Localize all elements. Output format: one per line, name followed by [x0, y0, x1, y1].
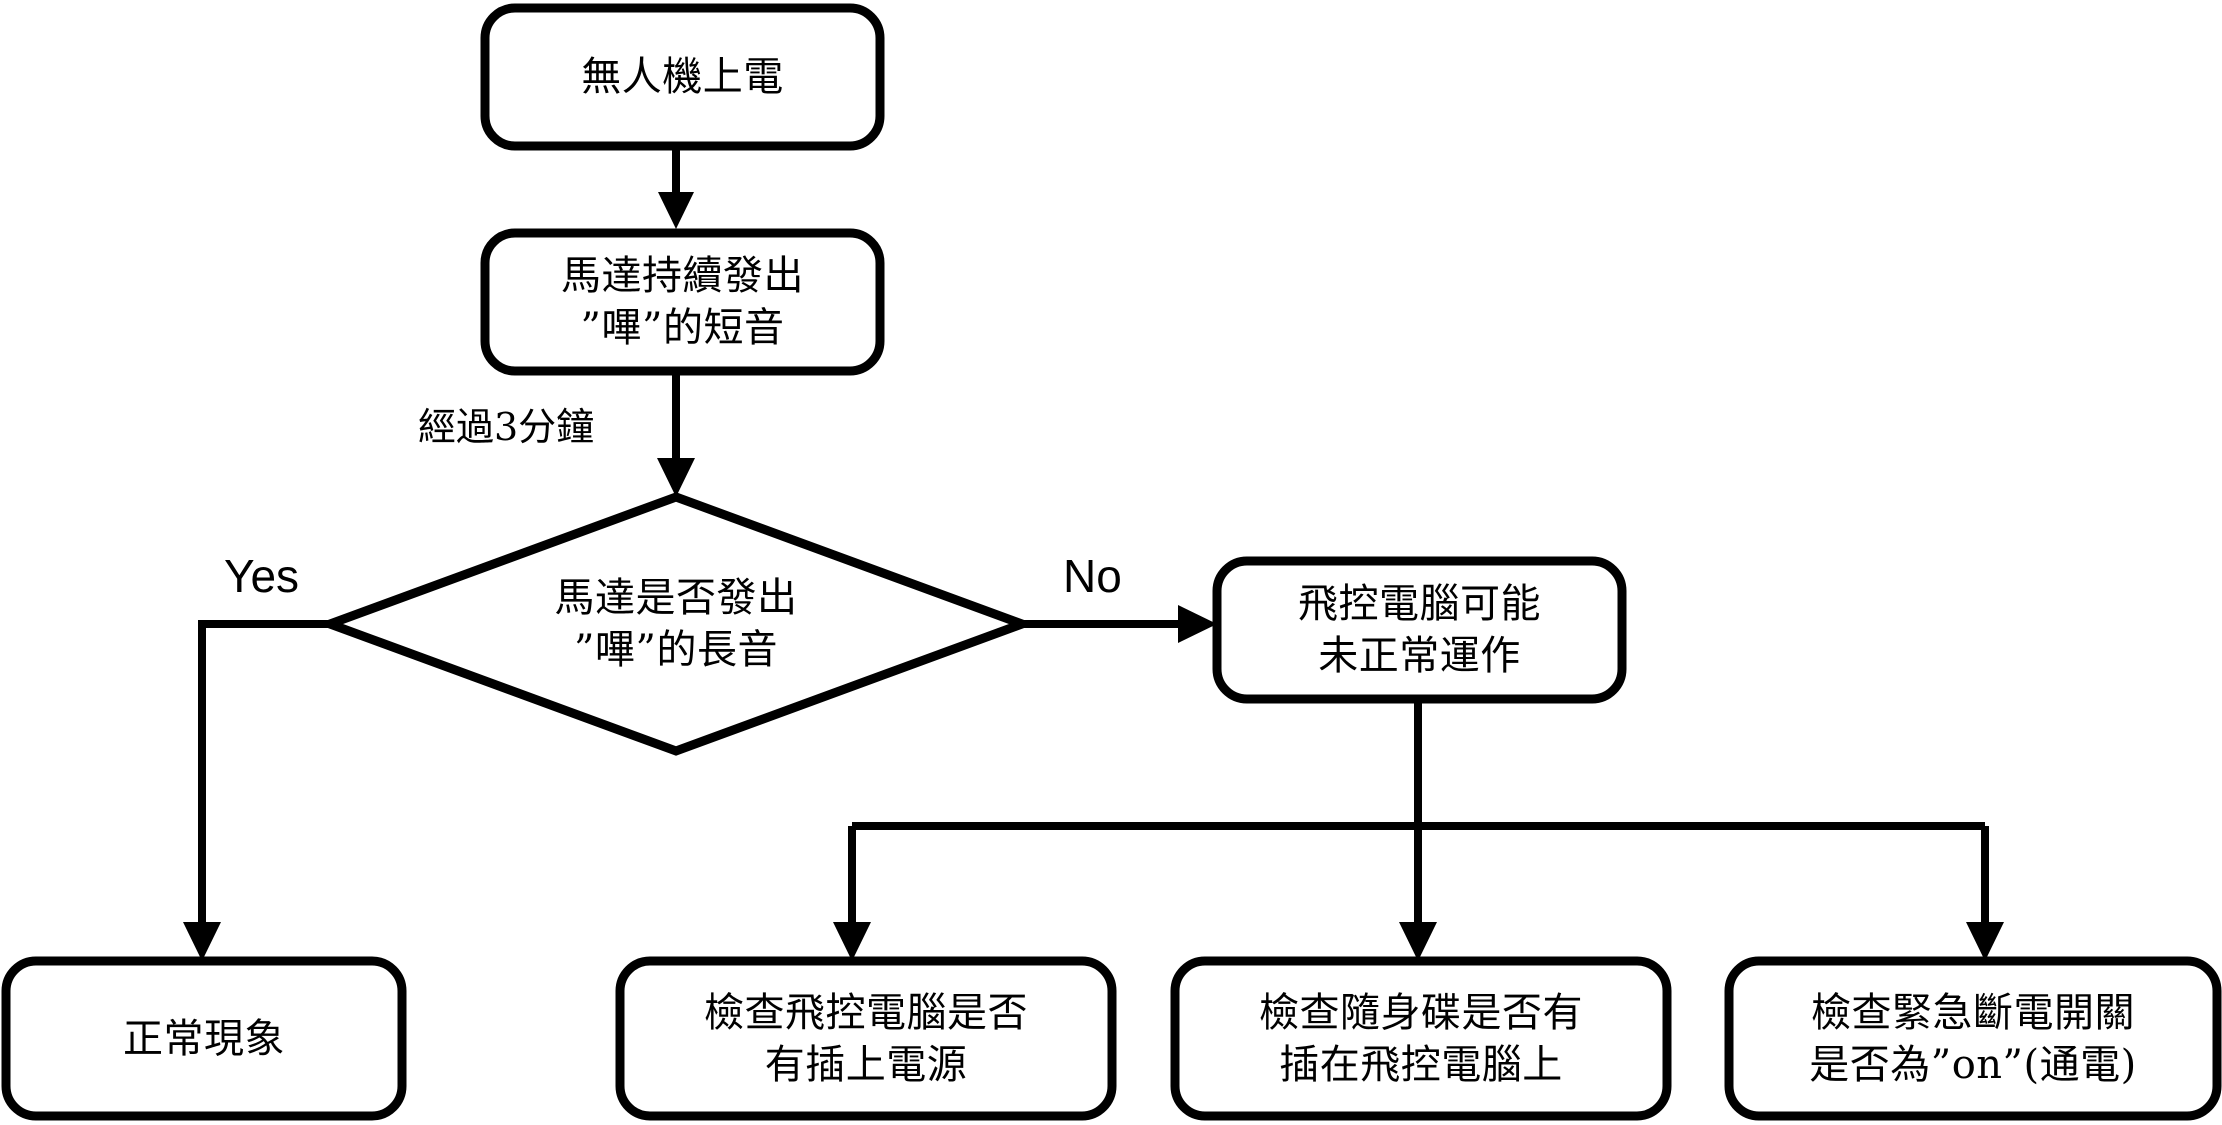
node-shape-short-beep[interactable] — [480, 228, 885, 376]
node-shape-start[interactable] — [480, 3, 885, 151]
edge-fc-abnormal-bus — [852, 699, 1985, 830]
edge-short-beep-to-decision — [657, 371, 695, 497]
edge-bus-to-check-power — [833, 826, 871, 961]
node-shape-check-power[interactable] — [615, 956, 1117, 1121]
node-shape-check-switch[interactable] — [1724, 956, 2222, 1121]
node-shape-normal[interactable] — [1, 956, 407, 1121]
edge-start-to-short-beep — [658, 146, 694, 229]
edge-decision-no-to-fc-abnormal — [1022, 605, 1217, 643]
edge-bus-to-check-switch — [1966, 826, 2004, 961]
edge-bus-to-check-usb — [1399, 826, 1437, 961]
node-shape-decision-long-beep[interactable] — [316, 492, 1036, 756]
node-shape-fc-abnormal[interactable] — [1212, 556, 1627, 704]
edge-decision-yes-to-normal — [183, 620, 330, 961]
node-shape-check-usb[interactable] — [1170, 956, 1672, 1121]
